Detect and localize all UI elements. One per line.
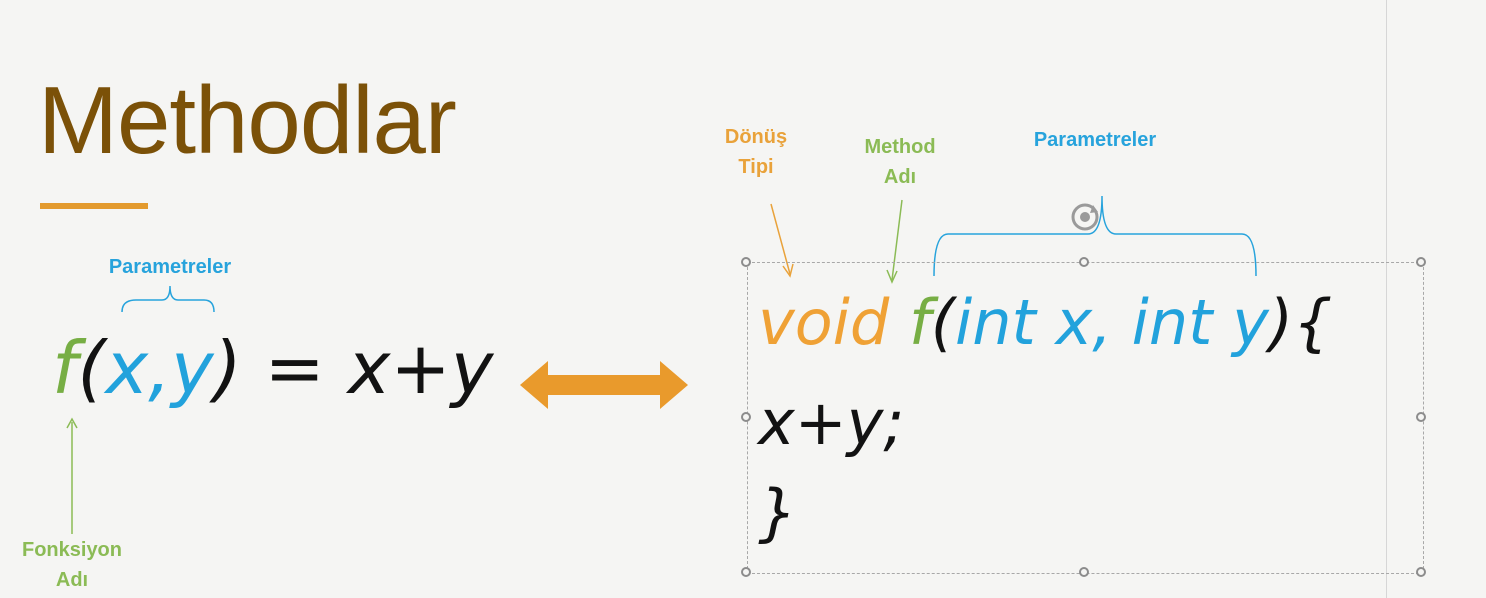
method-name-arrow-icon	[886, 199, 903, 284]
formula-body: = x+y	[241, 326, 494, 410]
code-line-3: }	[758, 476, 798, 549]
formula-args: x,y	[105, 326, 214, 410]
left-params-label: Parametreler	[108, 256, 232, 278]
left-params-brace	[121, 285, 215, 313]
function-name-arrow-icon	[66, 417, 78, 534]
resize-handle-top[interactable]	[1079, 257, 1089, 267]
function-name-label-line1: Fonksiyon	[21, 539, 122, 561]
slide-edge-guide	[1386, 0, 1387, 598]
resize-handle-right[interactable]	[1416, 412, 1426, 422]
method-name-label-line2: Adı	[883, 166, 917, 188]
title-underline	[40, 203, 148, 209]
formula-close-paren: )	[213, 326, 242, 410]
double-arrow-icon	[520, 361, 688, 409]
function-name-label-line2: Adı	[55, 569, 89, 591]
function-name-label: Fonksiyon Adı	[10, 535, 134, 595]
resize-handle-top-left[interactable]	[741, 257, 751, 267]
return-type-label: Dönüş Tipi	[714, 122, 798, 182]
return-type-label-line1: Dönüş	[724, 126, 788, 148]
resize-handle-bottom-left[interactable]	[741, 567, 751, 577]
formula-open-paren: (	[77, 326, 106, 410]
resize-handle-top-right[interactable]	[1416, 257, 1426, 267]
code-close-brace: ){	[1268, 286, 1333, 359]
resize-handle-left[interactable]	[741, 412, 751, 422]
code-open-paren: (	[930, 286, 955, 359]
left-formula: f(x,y) = x+y	[52, 328, 493, 408]
method-name-label-line1: Method	[864, 136, 936, 158]
slide-title: Methodlar	[38, 67, 457, 174]
code-method-name: f	[908, 286, 931, 359]
method-name-label: Method Adı	[846, 132, 954, 192]
code-parameters: int x, int y	[954, 286, 1269, 359]
right-params-brace	[933, 195, 1257, 277]
code-return-type: void	[758, 286, 890, 359]
resize-handle-bottom-right[interactable]	[1416, 567, 1426, 577]
formula-function-name: f	[52, 326, 78, 410]
code-line-1: void f(int x, int y){	[758, 288, 1332, 358]
rotate-handle-icon[interactable]	[1068, 200, 1102, 234]
return-type-label-line2: Tipi	[738, 156, 774, 178]
resize-handle-bottom[interactable]	[1079, 567, 1089, 577]
code-line-2: x+y;	[758, 386, 905, 459]
right-params-label: Parametreler	[1033, 129, 1157, 151]
